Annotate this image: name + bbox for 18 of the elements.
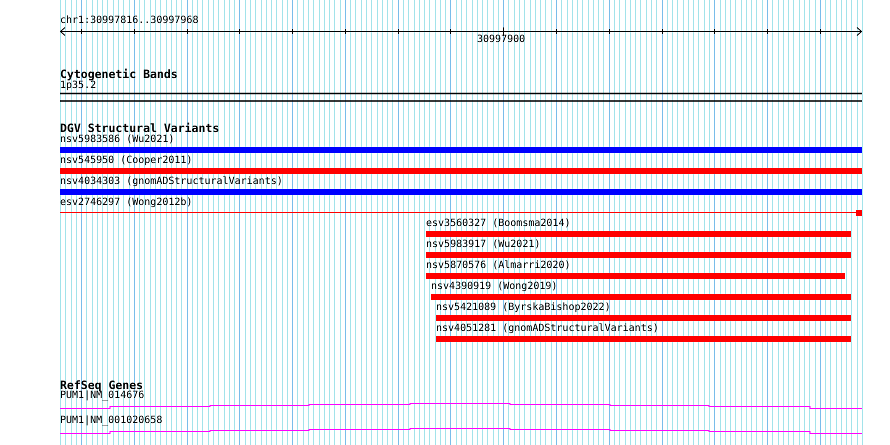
tick-label: 30997900 xyxy=(477,34,526,46)
variant-label: nsv545950 (Cooper2011) xyxy=(60,155,192,167)
variant-label: nsv5421089 (ByrskaBishop2022) xyxy=(436,302,611,314)
variant-label: nsv4390919 (Wong2019) xyxy=(431,281,558,293)
gene-label: PUM1|NM_001020658 xyxy=(60,415,162,427)
variant-label: nsv5983586 (Wu2021) xyxy=(60,134,174,146)
track-title: RefSeq Genes xyxy=(60,378,144,392)
band-label: 1p35.2 xyxy=(60,80,96,92)
gene-label: PUM1|NM_014676 xyxy=(60,390,144,402)
variant-label: nsv4034303 (gnomADStructuralVariants) xyxy=(60,176,283,188)
variant-label: esv2746297 (Wong2012b) xyxy=(60,197,192,209)
variant-label: nsv5983917 (Wu2021) xyxy=(426,239,540,251)
track-title: DGV Structural Variants xyxy=(60,121,220,135)
track-title: Cytogenetic Bands xyxy=(60,67,178,81)
variant-label: esv3560327 (Boomsma2014) xyxy=(426,218,570,230)
position-label: chr1:30997816..30997968 xyxy=(60,15,198,27)
variant-label: nsv5870576 (Almarri2020) xyxy=(426,260,570,272)
variant-label: nsv4051281 (gnomADStructuralVariants) xyxy=(436,323,659,335)
